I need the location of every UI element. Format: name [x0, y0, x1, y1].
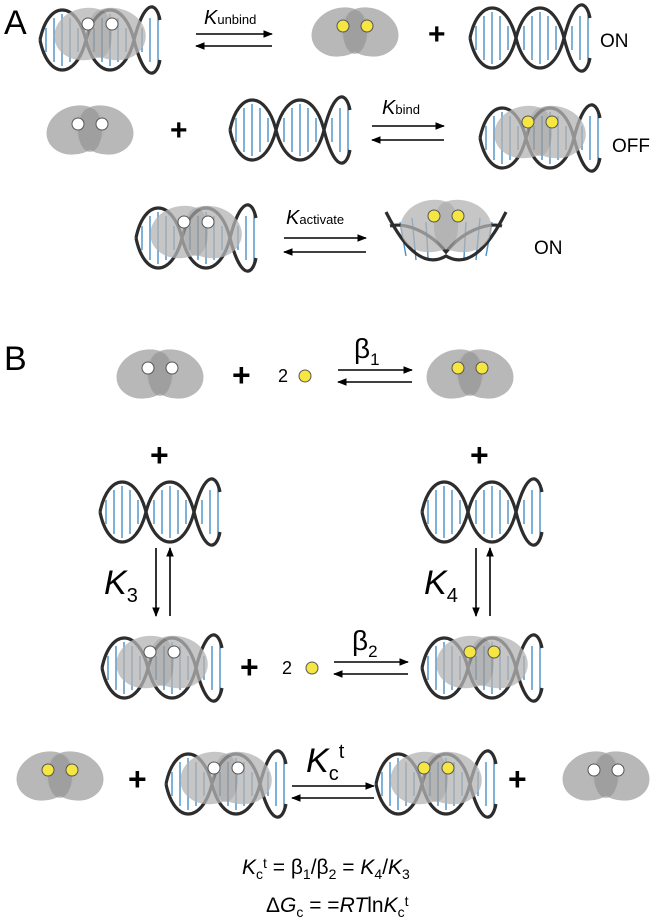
plus-sign: +	[232, 357, 251, 393]
complex-activated-bent-dna	[386, 194, 506, 260]
state-on: ON	[600, 31, 629, 52]
beta2-label: β2	[352, 625, 378, 661]
state-off: OFF	[612, 136, 650, 157]
complex-loaded-on-dna	[422, 630, 542, 701]
complex-loaded-on-dna	[376, 746, 496, 817]
ion-coefficient: 2	[282, 658, 292, 678]
plus-sign: +	[240, 649, 259, 685]
k4-label: K4	[424, 564, 458, 607]
protein-empty	[109, 341, 211, 407]
plus-sign: +	[470, 437, 489, 473]
beta1-label: β1	[354, 333, 380, 369]
complex-empty-on-dna	[40, 2, 160, 73]
equation-delta-g: ΔGc = =RTlnKct	[266, 893, 409, 920]
metal-ion	[305, 661, 319, 675]
protein-loaded	[419, 341, 521, 407]
plus-sign: +	[428, 18, 446, 51]
state-on: ON	[534, 238, 563, 259]
ion-coefficient: 2	[278, 366, 288, 386]
kct-label: Kct	[306, 741, 345, 785]
complex-empty-on-dna	[166, 746, 286, 817]
protein-empty	[555, 743, 657, 809]
metal-ion	[298, 369, 312, 383]
complex-loaded-on-dna	[480, 100, 600, 171]
plus-sign: +	[170, 114, 188, 147]
free-dna	[420, 477, 544, 547]
protein-loaded	[9, 743, 111, 809]
complex-empty-on-dna	[102, 630, 222, 701]
protein-empty	[39, 97, 141, 163]
complex-empty-on-dna	[136, 200, 256, 271]
plus-sign: +	[128, 761, 147, 797]
panel-a-label: A	[4, 4, 27, 42]
plus-sign: +	[508, 761, 527, 797]
equation-kct: Kct = β1/β2 = K4/K3	[242, 855, 410, 882]
free-dna	[98, 477, 222, 547]
panel-b-label: B	[4, 340, 27, 378]
free-dna	[468, 3, 592, 73]
plus-sign: +	[150, 437, 169, 473]
k-unbind-label: Kunbind	[204, 7, 256, 29]
free-dna	[228, 95, 352, 165]
k-activate-label: Kactivate	[286, 207, 344, 229]
k-bind-label: Kbind	[382, 97, 420, 119]
protein-loaded	[304, 0, 406, 65]
k3-label: K3	[104, 564, 138, 607]
